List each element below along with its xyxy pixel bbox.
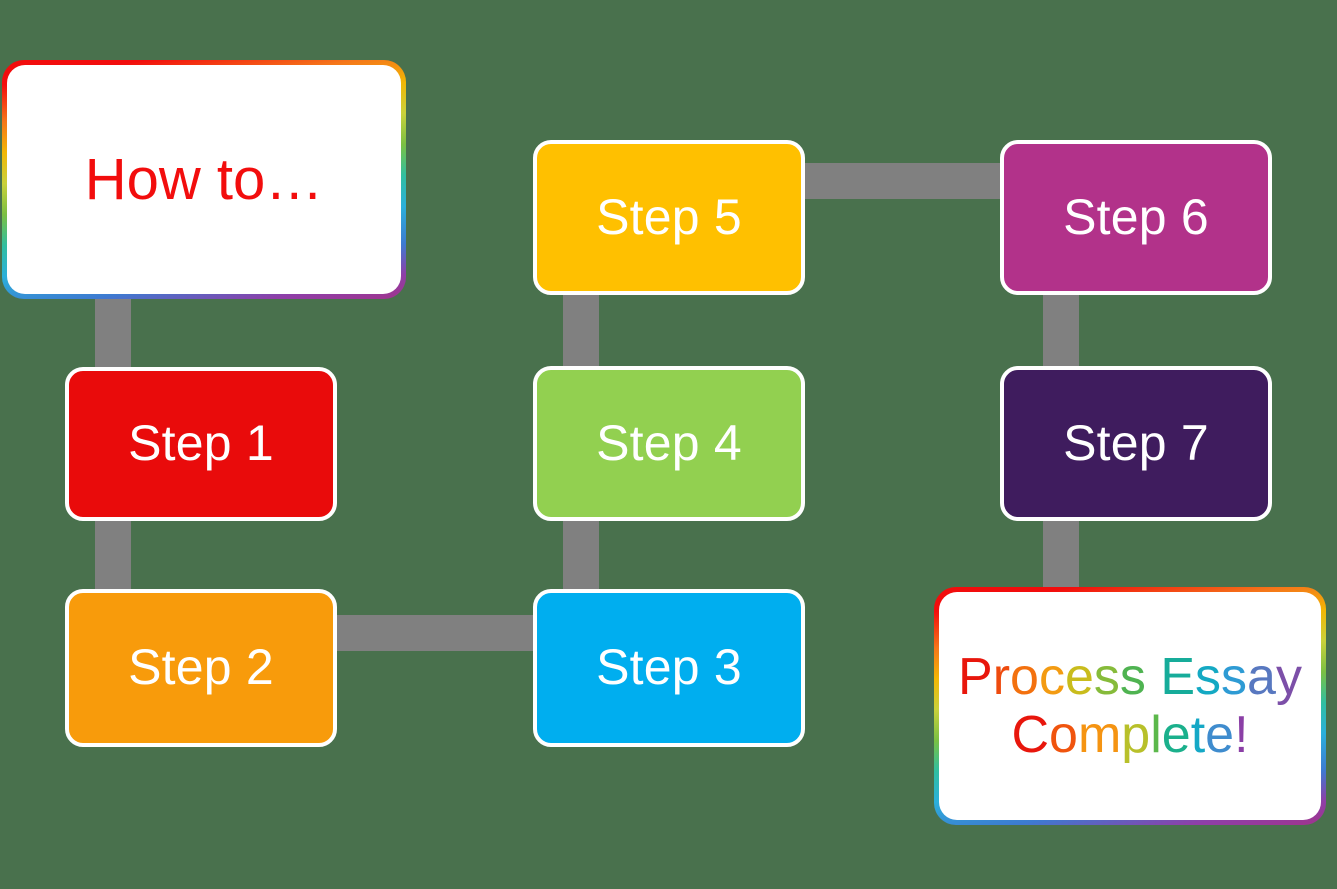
finish-char: o — [1010, 647, 1039, 706]
connector-step1-to-step2 — [95, 505, 131, 605]
node-step6-label: Step 6 — [1063, 188, 1209, 245]
node-step1[interactable]: Step 1 — [65, 367, 337, 521]
node-step2-label: Step 2 — [128, 639, 274, 695]
finish-char: s — [1195, 647, 1222, 706]
finish-char: t — [1190, 706, 1206, 764]
node-finish[interactable]: Process Essay Complete! — [934, 587, 1326, 825]
node-finish-line1: Process Essay — [958, 648, 1302, 706]
finish-char: e — [1205, 706, 1235, 764]
node-step4[interactable]: Step 4 — [533, 366, 805, 521]
node-step1-label: Step 1 — [128, 415, 274, 471]
connector-step2-to-step3 — [325, 615, 545, 651]
connector-step7-to-finish — [1043, 505, 1079, 603]
connector-step6-to-step7 — [1043, 283, 1079, 381]
node-start-label: How to… — [84, 146, 324, 212]
finish-char: m — [1077, 706, 1122, 764]
node-step2[interactable]: Step 2 — [65, 589, 337, 747]
finish-char — [1146, 648, 1160, 706]
finish-char: e — [1161, 706, 1191, 764]
connector-step4-to-step5 — [563, 283, 599, 381]
node-step4-label: Step 4 — [596, 414, 742, 471]
node-finish-line2: Complete! — [958, 706, 1302, 764]
finish-char: c — [1038, 647, 1065, 706]
finish-char: e — [1064, 647, 1094, 706]
node-step3[interactable]: Step 3 — [533, 589, 805, 747]
finish-char: p — [1121, 706, 1151, 764]
node-step7-label: Step 7 — [1063, 414, 1209, 471]
node-finish-inner: Process Essay Complete! — [939, 592, 1321, 820]
finish-char: C — [1011, 706, 1050, 764]
finish-char: y — [1275, 647, 1302, 706]
finish-char: E — [1160, 647, 1196, 706]
node-finish-label: Process Essay Complete! — [958, 648, 1302, 764]
node-start[interactable]: How to… — [2, 60, 406, 299]
finish-char: a — [1247, 647, 1276, 706]
finish-char: s — [1093, 647, 1120, 706]
node-step3-label: Step 3 — [596, 639, 742, 695]
finish-char: l — [1150, 706, 1162, 764]
node-step7[interactable]: Step 7 — [1000, 366, 1272, 521]
node-step5-label: Step 5 — [596, 188, 742, 245]
connector-step5-to-step6 — [793, 163, 1013, 199]
node-start-inner: How to… — [7, 65, 401, 294]
finish-char: s — [1119, 647, 1146, 706]
finish-char: P — [958, 647, 993, 706]
node-step6[interactable]: Step 6 — [1000, 140, 1272, 295]
connector-start-to-step1 — [95, 285, 131, 380]
finish-char: r — [992, 647, 1011, 706]
node-step5[interactable]: Step 5 — [533, 140, 805, 295]
finish-char: s — [1221, 647, 1248, 706]
finish-char: ! — [1234, 706, 1249, 764]
connector-step3-to-step4 — [563, 505, 599, 605]
finish-char: o — [1049, 706, 1078, 764]
